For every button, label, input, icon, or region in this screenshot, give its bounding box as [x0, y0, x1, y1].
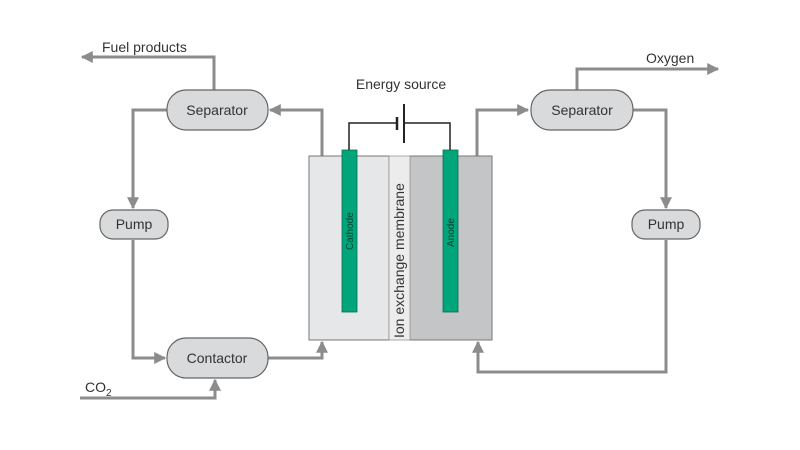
ion-exchange-membrane: [388, 155, 411, 341]
separator-to-pump-pipe: [127, 108, 167, 210]
pump-right: Pump: [631, 209, 701, 240]
energy-source-label: Energy source: [356, 76, 446, 92]
contactor-to-cell-pipe: [268, 340, 328, 360]
svg-text:Separator: Separator: [551, 102, 613, 118]
co2-inlet-pipe: [80, 378, 221, 400]
membrane-label: Ion exchange membrane: [391, 183, 407, 338]
pump-left: Pump: [99, 209, 169, 240]
co2-label: CO2: [85, 379, 112, 399]
svg-text:Contactor: Contactor: [187, 350, 248, 366]
energy-source: Energy source: [348, 76, 451, 150]
cell-to-right-separator-pipe: [475, 104, 530, 156]
electrolysis-cell: Ion exchange membrane Cathode Anode: [308, 149, 493, 341]
right-separator-to-pump-pipe: [633, 108, 672, 210]
oxygen-pipe: [575, 63, 720, 90]
pump-to-contactor-pipe: [131, 240, 167, 364]
fuel-products-pipe: [80, 51, 216, 90]
right-pump-to-cell-pipe: [472, 240, 668, 374]
co2-main: CO: [85, 379, 106, 395]
oxygen-label: Oxygen: [646, 50, 694, 66]
cell-to-separator-pipe: [268, 104, 324, 156]
anode-label: Anode: [446, 218, 457, 247]
separator-left: Separator: [166, 89, 269, 131]
svg-text:Separator: Separator: [186, 102, 248, 118]
svg-text:Pump: Pump: [116, 216, 153, 232]
cathode-label: Cathode: [345, 212, 356, 250]
separator-right: Separator: [530, 89, 634, 131]
fuel-products-label: Fuel products: [102, 39, 187, 55]
contactor: Contactor: [166, 337, 269, 379]
co2-subscript: 2: [106, 388, 112, 399]
svg-text:Pump: Pump: [648, 216, 685, 232]
